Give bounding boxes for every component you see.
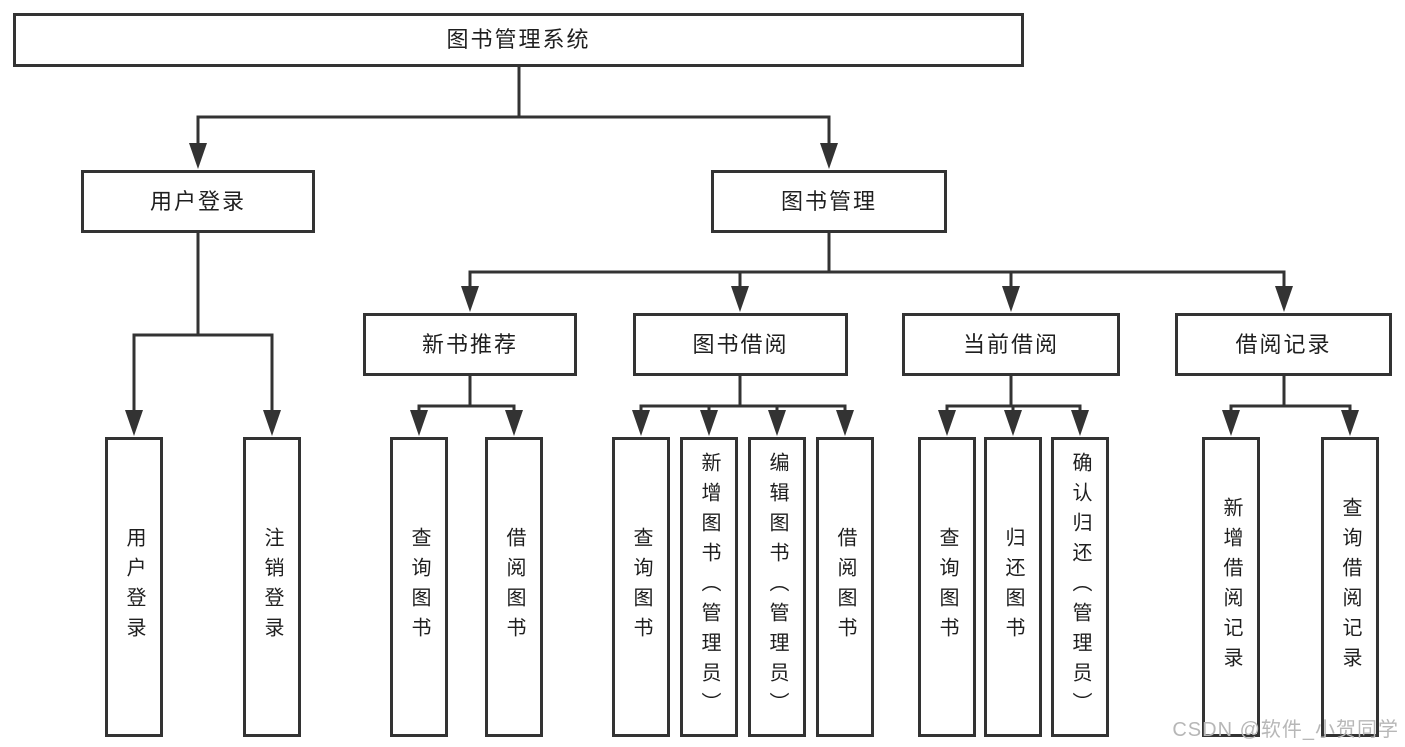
leaf-rec-borrow-books: 借阅图书: [485, 437, 543, 737]
node-label: 编辑图书（管理员）: [766, 452, 788, 722]
watermark: CSDN @软件_小贺同学: [1172, 719, 1399, 741]
edges-book-management: [461, 233, 1293, 312]
node-label: 借阅图书: [503, 527, 525, 647]
leaf-logout: 注销登录: [243, 437, 301, 737]
leaf-borrow-add-books-admin: 新增图书（管理员）: [680, 437, 738, 737]
leaf-records-query-record: 查询借阅记录: [1321, 437, 1379, 737]
leaf-current-confirm-return-admin: 确认归还（管理员）: [1051, 437, 1109, 737]
edges-current-borrowing: [938, 376, 1089, 436]
leaf-rec-query-books: 查询图书: [390, 437, 448, 737]
node-current-borrowing: 当前借阅: [902, 313, 1120, 376]
edges-user-login: [125, 233, 281, 436]
leaf-current-return-books: 归还图书: [984, 437, 1042, 737]
node-book-borrowing: 图书借阅: [633, 313, 848, 376]
leaf-borrow-query-books: 查询图书: [612, 437, 670, 737]
node-label: 新增图书（管理员）: [698, 452, 720, 722]
edges-book-borrowing: [632, 376, 854, 436]
node-label: 查询图书: [630, 527, 652, 647]
node-root: 图书管理系统: [13, 13, 1024, 67]
node-label: 归还图书: [1002, 527, 1024, 647]
node-label: 查询图书: [408, 527, 430, 647]
node-label: 用户登录: [123, 527, 145, 647]
leaf-borrow-edit-books-admin: 编辑图书（管理员）: [748, 437, 806, 737]
node-label: 新书推荐: [421, 331, 518, 357]
leaf-borrow-borrow-books: 借阅图书: [816, 437, 874, 737]
node-label: 查询借阅记录: [1339, 497, 1361, 677]
node-label: 确认归还（管理员）: [1069, 452, 1091, 722]
node-book-management: 图书管理: [711, 170, 947, 233]
node-label: 新增借阅记录: [1220, 497, 1242, 677]
edges-root: [189, 67, 838, 169]
node-label: 当前借阅: [962, 331, 1059, 357]
node-label: 用户登录: [149, 188, 246, 214]
edges-borrowing-records: [1222, 376, 1359, 436]
node-label: 注销登录: [261, 527, 283, 647]
node-label: 查询图书: [936, 527, 958, 647]
node-user-login: 用户登录: [81, 170, 315, 233]
node-label: 借阅记录: [1235, 331, 1332, 357]
node-new-book-recommendation: 新书推荐: [363, 313, 577, 376]
node-label: 图书管理: [780, 188, 877, 214]
leaf-records-add-record: 新增借阅记录: [1202, 437, 1260, 737]
node-label: 借阅图书: [834, 527, 856, 647]
edges-new-book-recommendation: [410, 376, 523, 436]
node-label: 图书借阅: [692, 331, 789, 357]
node-borrowing-records: 借阅记录: [1175, 313, 1392, 376]
leaf-current-query-books: 查询图书: [918, 437, 976, 737]
node-label: 图书管理系统: [446, 27, 591, 52]
leaf-user-login: 用户登录: [105, 437, 163, 737]
